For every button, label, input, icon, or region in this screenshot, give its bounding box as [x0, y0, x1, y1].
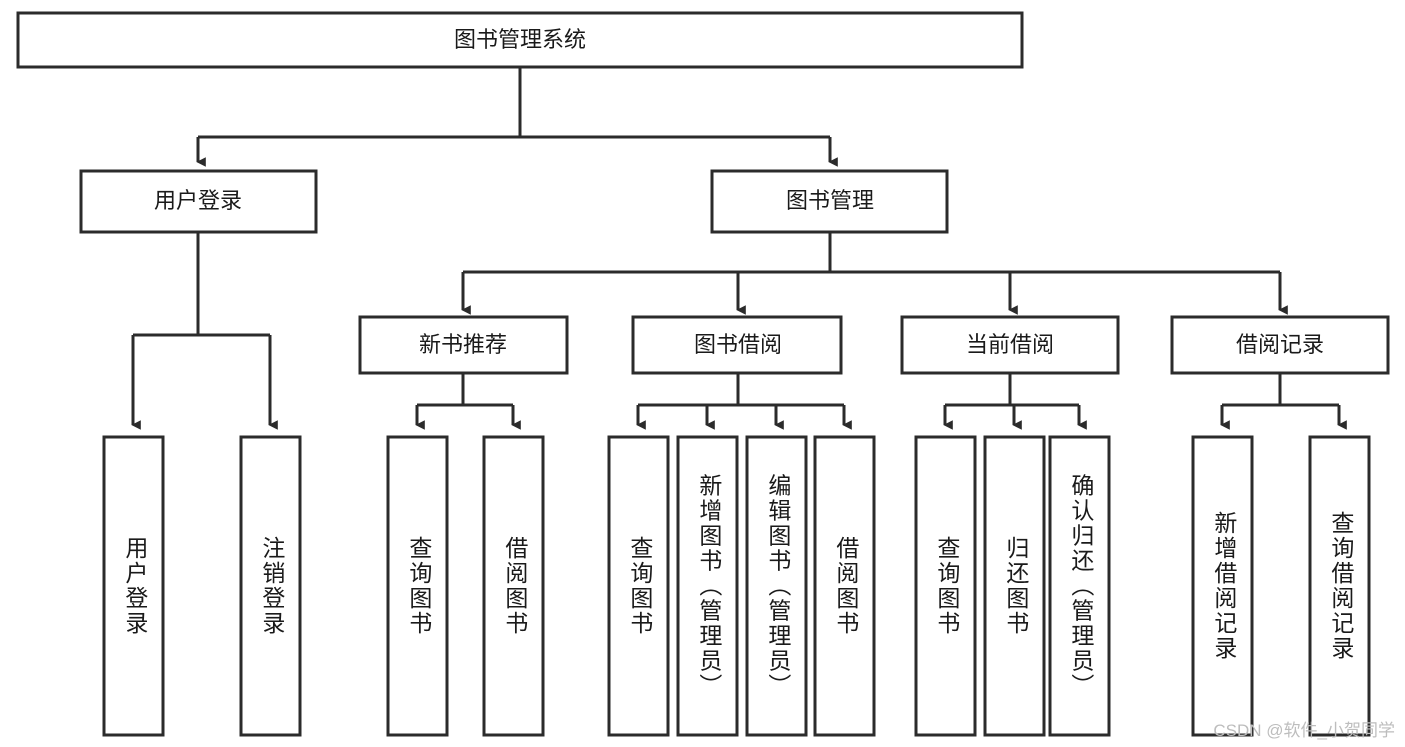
node-book-borrow-label: 图书借阅 [694, 332, 782, 357]
leaf-label: 新增借阅记录 [1211, 511, 1238, 661]
node-book-management-label: 图书管理 [786, 188, 874, 213]
node-book-management-box[interactable] [710, 169, 949, 234]
node-book-borrow-box[interactable] [631, 315, 843, 375]
csdn-watermark: CSDN @软件_小贺同学 [1213, 721, 1395, 740]
leaf-label: 查询图书 [406, 536, 433, 636]
leaf-label: 归还图书 [1003, 536, 1030, 636]
node-root[interactable]: 图书管理系统 [16, 11, 1024, 69]
edge-new-book-to-leaves [415, 373, 521, 430]
node-book-management[interactable]: 图书管理 [710, 169, 949, 234]
edge-borrow-record-to-leaves [1220, 373, 1347, 430]
leaf-box[interactable] [386, 435, 449, 737]
node-root-label: 图书管理系统 [454, 27, 586, 52]
node-user-login-box[interactable] [79, 169, 318, 234]
leaf-book-borrow-edit[interactable]: 编辑图书（管理员） [745, 435, 808, 737]
leaf-current-borrow-return[interactable]: 归还图书 [983, 435, 1046, 737]
leaf-new-book-query[interactable]: 查询图书 [386, 435, 449, 737]
edge-root-to-level1 [196, 67, 838, 167]
leaf-label: 借阅图书 [502, 536, 529, 636]
node-current-borrow-label: 当前借阅 [966, 332, 1054, 357]
leaf-box[interactable] [607, 435, 670, 737]
leaf-label: 查询图书 [934, 536, 961, 636]
node-borrow-record-box[interactable] [1170, 315, 1390, 375]
leaf-box[interactable] [102, 435, 165, 737]
leaf-user-login-logout[interactable]: 注销登录 [239, 435, 302, 737]
leaf-label: 确认归还（管理员） [1068, 474, 1095, 699]
node-root-box[interactable] [16, 11, 1024, 69]
leaf-borrow-record-add[interactable]: 新增借阅记录 [1191, 435, 1254, 737]
edge-user-login-to-leaves [131, 232, 278, 430]
leaf-box[interactable] [482, 435, 545, 737]
node-borrow-record[interactable]: 借阅记录 [1170, 315, 1390, 375]
leaf-box[interactable] [983, 435, 1046, 737]
leaf-box[interactable] [239, 435, 302, 737]
leaf-label: 新增图书（管理员） [696, 474, 723, 699]
leaf-label: 用户登录 [122, 536, 149, 636]
leaf-label: 借阅图书 [833, 536, 860, 636]
leaf-label: 注销登录 [259, 536, 286, 636]
node-user-login-label: 用户登录 [154, 188, 242, 213]
leaf-label: 查询借阅记录 [1328, 511, 1355, 661]
leaf-label: 查询图书 [627, 536, 654, 636]
leaf-box[interactable] [1048, 435, 1111, 737]
leaf-box[interactable] [745, 435, 808, 737]
node-current-borrow-box[interactable] [900, 315, 1120, 375]
leaf-borrow-record-query[interactable]: 查询借阅记录 [1308, 435, 1371, 737]
leaf-user-login-login[interactable]: 用户登录 [102, 435, 165, 737]
node-new-book-recommend-box[interactable] [358, 315, 569, 375]
leaf-box[interactable] [676, 435, 739, 737]
node-current-borrow[interactable]: 当前借阅 [900, 315, 1120, 375]
leaf-book-borrow-borrow[interactable]: 借阅图书 [813, 435, 876, 737]
node-borrow-record-label: 借阅记录 [1236, 332, 1324, 357]
edge-current-borrow-to-leaves [943, 373, 1087, 430]
leaf-new-book-borrow[interactable]: 借阅图书 [482, 435, 545, 737]
leaf-book-borrow-query[interactable]: 查询图书 [607, 435, 670, 737]
node-new-book-recommend[interactable]: 新书推荐 [358, 315, 569, 375]
leaf-box[interactable] [914, 435, 977, 737]
leaf-current-borrow-query[interactable]: 查询图书 [914, 435, 977, 737]
edge-book-mgmt-to-level2 [461, 232, 1288, 315]
leaf-box[interactable] [1191, 435, 1254, 737]
leaf-book-borrow-add[interactable]: 新增图书（管理员） [676, 435, 739, 737]
leaf-box[interactable] [813, 435, 876, 737]
edge-book-borrow-to-leaves [636, 373, 852, 430]
leaf-box[interactable] [1308, 435, 1371, 737]
leaf-label: 编辑图书（管理员） [765, 474, 792, 699]
leaf-current-borrow-confirm[interactable]: 确认归还（管理员） [1048, 435, 1111, 737]
node-user-login[interactable]: 用户登录 [79, 169, 318, 234]
node-new-book-recommend-label: 新书推荐 [419, 332, 507, 357]
node-book-borrow[interactable]: 图书借阅 [631, 315, 843, 375]
